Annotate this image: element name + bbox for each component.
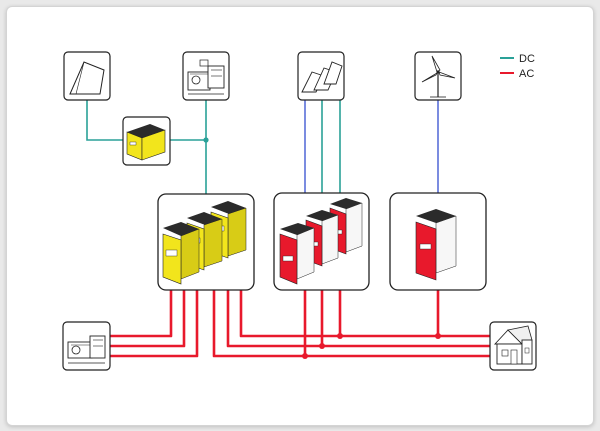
solar-panel-icon [63, 51, 111, 101]
dc-wire-pv-to-controller [86, 100, 123, 141]
legend: DC AC [500, 53, 535, 80]
house-icon [489, 321, 537, 371]
generator-load-icon [62, 321, 111, 371]
ac-wire-right-2 [226, 290, 490, 348]
ac-junction [337, 333, 343, 339]
battery-inverter-unit [162, 222, 200, 285]
wind-turbine-icon [414, 51, 462, 101]
pv-inverter-cluster-icon [273, 192, 370, 291]
ac-wire-left-1 [110, 290, 173, 338]
ac-junction [319, 343, 325, 349]
ac-junction [302, 353, 308, 359]
wind-inverter-icon [389, 192, 487, 291]
generator-icon [182, 51, 230, 101]
ac-wire-right-3 [212, 290, 490, 358]
ac-wire-right-1 [239, 290, 490, 338]
dc-junction [203, 137, 209, 143]
legend-dc-label: DC [519, 53, 535, 65]
charge-controller-icon [122, 116, 171, 166]
battery-inverter-cluster-icon [157, 193, 255, 291]
pv-inverter-unit [279, 223, 315, 285]
ac-junction [435, 333, 441, 339]
solar-array-icon [297, 51, 345, 101]
legend-ac-label: AC [519, 68, 534, 80]
ac-wire-left-3 [110, 290, 199, 358]
ac-wiring [110, 290, 490, 358]
dc-wiring [86, 100, 439, 194]
ac-junctions [302, 333, 441, 359]
ac-wire-left-2 [110, 290, 186, 348]
